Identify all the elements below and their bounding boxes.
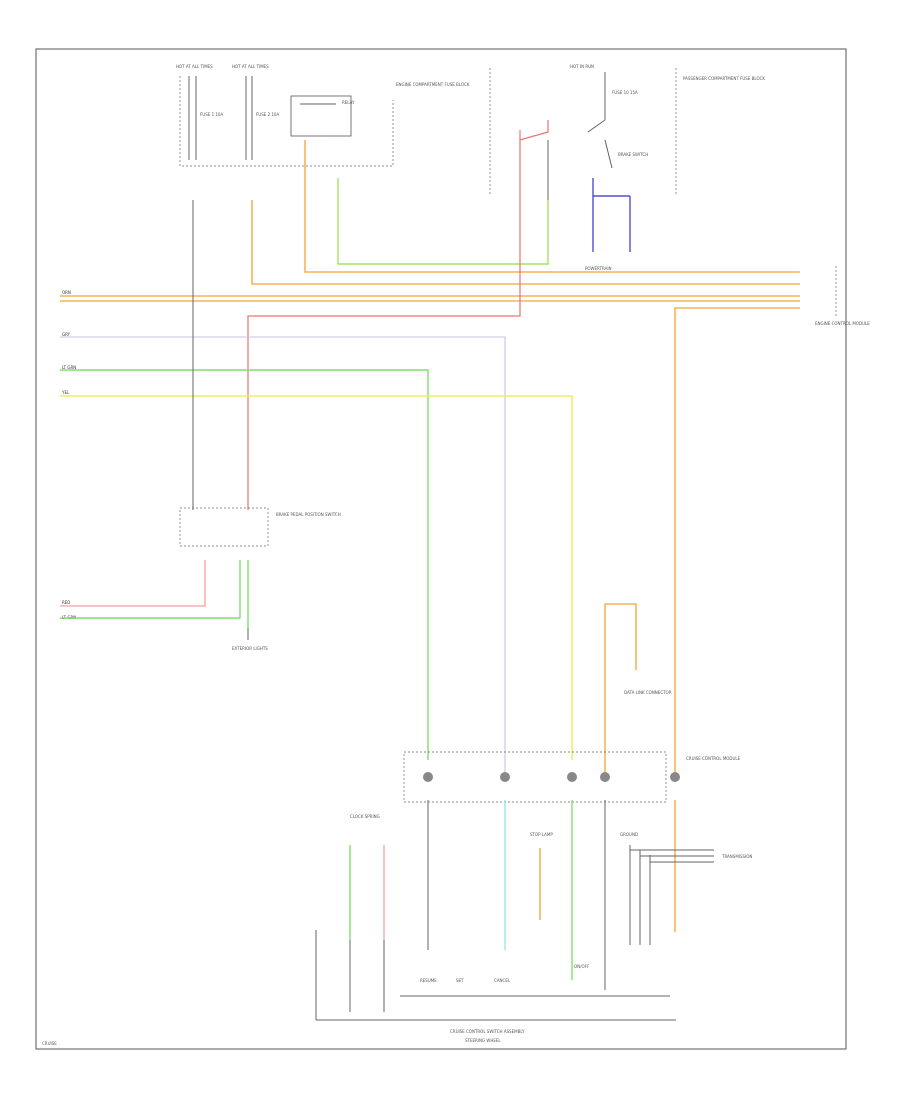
bus-wires <box>60 120 800 780</box>
wire-row-5: RED <box>62 600 70 605</box>
switch-assembly-label: CRUISE CONTROL SWITCH ASSEMBLY <box>450 1029 525 1034</box>
relay-name: RELAY <box>342 100 355 105</box>
fuse-b-header: HOT AT ALL TIMES <box>232 64 269 69</box>
main-module: CRUISE CONTROL MODULE <box>403 751 741 803</box>
fuse-b-name: FUSE 2 10A <box>256 112 279 117</box>
ground-right-label: GROUND <box>620 832 638 837</box>
fuse-right-label: FUSE 10 15A <box>612 90 638 95</box>
dlc-group: DATA LINK CONNECTOR <box>604 603 672 780</box>
stop-label: STOP LAMP <box>530 832 553 837</box>
left-bottom-group: CLOCK SPRING <box>315 814 385 1020</box>
steering-label: STEERING WHEEL <box>465 1038 501 1043</box>
hot-top-right-label: HOT IN RUN <box>570 64 594 69</box>
fuse-a-header: HOT AT ALL TIMES <box>176 64 213 69</box>
brake-switch-label: BRAKE SWITCH <box>618 152 648 157</box>
on-off-label: ON/OFF <box>574 964 590 969</box>
left-bottom-sw-label: CLOCK SPRING <box>350 814 380 819</box>
wire-labels-left: ORN GRY LT GRN YEL RED LT GRN <box>61 290 76 620</box>
compartment-right-label: PASSENGER COMPARTMENT FUSE BLOCK <box>683 76 765 81</box>
wire-row-1: ORN <box>62 290 71 295</box>
resume-label: RESUME <box>420 978 437 983</box>
fuse-group-right: HOT IN RUN FUSE 10 15A PASSENGER COMPART… <box>547 64 765 252</box>
brake-relay-label: BRAKE PEDAL POSITION SWITCH <box>276 512 341 517</box>
left-ground-label: EXTERIOR LIGHTS <box>232 646 268 651</box>
diagram-frame <box>35 48 847 1050</box>
fuse-group-left: HOT AT ALL TIMES HOT AT ALL TIMES FUSE 1… <box>176 64 470 167</box>
relay-box <box>290 95 352 137</box>
set-label: SET <box>456 978 464 983</box>
right-module-label: ENGINE CONTROL MODULE <box>815 321 870 326</box>
main-module-box <box>403 751 667 803</box>
wire-row-4: YEL <box>61 390 70 395</box>
cancel-label: CANCEL <box>494 978 511 983</box>
lower-wiring: STOP LAMP GROUND TRANSMISSION <box>427 800 752 990</box>
footer-label: CRUISE <box>42 1041 57 1046</box>
wire-row-2: GRY <box>62 332 71 337</box>
switch-assembly: RESUME SET CANCEL ON/OFF CRUISE CONTROL … <box>316 964 676 1043</box>
fuse-a-name: FUSE 1 10A <box>200 112 223 117</box>
wire-row-3: LT GRN <box>62 365 76 370</box>
brake-relay-group: BRAKE PEDAL POSITION SWITCH EXTERIOR LIG… <box>60 507 341 651</box>
main-module-label: CRUISE CONTROL MODULE <box>686 756 741 761</box>
harness-label: POWERTRAIN <box>585 266 612 271</box>
dlc-label: DATA LINK CONNECTOR <box>624 690 672 695</box>
transmission-label: TRANSMISSION <box>721 854 752 859</box>
junction-box-label: ENGINE COMPARTMENT FUSE BLOCK <box>396 82 470 87</box>
